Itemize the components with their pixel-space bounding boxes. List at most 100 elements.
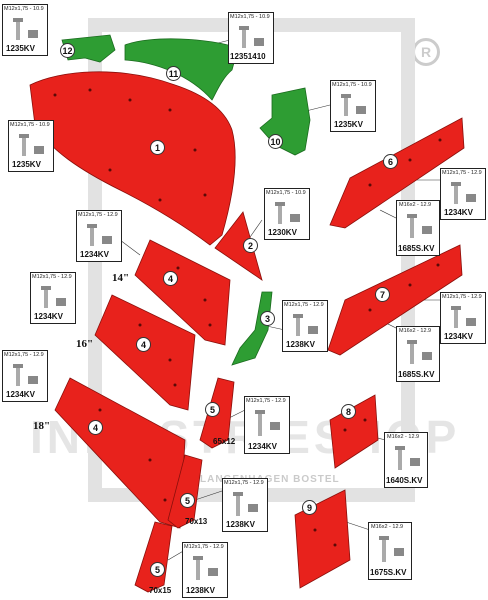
- bolt-icon: [395, 446, 420, 470]
- size-label-70x13: 70x13: [185, 517, 208, 526]
- bolt-box-4-16: M12x1,75 - 12.9 1234KV: [30, 272, 76, 324]
- bolt-box-4-14: M12x1,75 - 12.9 1234KV: [76, 210, 122, 262]
- bolt-box-4-18: M12x1,75 - 12.9 1234KV: [2, 350, 48, 402]
- bolt-spec: M12x1,75 - 12.9: [246, 398, 286, 404]
- bolt-box-9: M16x2 - 12.9 1675S.KV: [368, 522, 412, 580]
- callout-6: 6: [383, 154, 398, 169]
- bolt-spec: M16x2 - 12.9: [371, 524, 404, 530]
- bolt-icon: [19, 134, 44, 156]
- callout-10: 10: [268, 134, 283, 149]
- watermark-sub: LANGENHAGEN BOSTEL: [200, 474, 340, 485]
- bolt-code: 1238KV: [286, 340, 315, 349]
- part-4-share-16: [94, 294, 196, 411]
- part-5-point-70x13: [167, 454, 203, 529]
- callout-4-14: 4: [163, 271, 178, 286]
- bolt-code: 1675S.KV: [370, 568, 407, 577]
- callout-9: 9: [302, 500, 317, 515]
- bolt-spec: M12x1,75 - 10.9: [266, 190, 306, 196]
- bolt-code: 1685S.KV: [398, 244, 435, 253]
- part-7-red-bar: [327, 244, 463, 356]
- bolt-spec: M12x1,75 - 12.9: [32, 274, 72, 280]
- size-label-18: 18": [33, 420, 51, 432]
- part-3-green-tip: [231, 291, 273, 366]
- part-10-green-bracket: [259, 87, 311, 156]
- bolt-box-3: M12x1,75 - 12.9 1238KV: [282, 300, 328, 352]
- bolt-spec: M12x1,75 - 12.9: [78, 212, 118, 218]
- size-label-16: 16": [76, 338, 94, 350]
- bolt-box-11: M12x1,75 - 10.9 12351410: [228, 12, 274, 64]
- bolt-spec: M12x1,75 - 12.9: [442, 294, 482, 300]
- part-4-share-18: [54, 377, 186, 529]
- bolt-icon: [275, 202, 300, 224]
- bolt-box-6-b: M16x2 - 12.9 1685S.KV: [396, 200, 440, 256]
- bolt-spec: M16x2 - 12.9: [387, 434, 420, 440]
- callout-4-16: 4: [136, 337, 151, 352]
- part-4-share-14: [134, 239, 231, 346]
- bolt-icon: [193, 556, 218, 580]
- bolt-spec: M12x1,75 - 10.9: [332, 82, 372, 88]
- bolt-box-7-b: M16x2 - 12.9 1685S.KV: [396, 326, 440, 382]
- callout-1: 1: [150, 140, 165, 155]
- callout-7: 7: [375, 287, 390, 302]
- bolt-spec: M12x1,75 - 12.9: [4, 352, 44, 358]
- bolt-code: 1235KV: [12, 160, 41, 169]
- bolt-icon: [233, 492, 258, 516]
- bolt-code: 1235KV: [334, 120, 363, 129]
- bolt-spec: M12x1,75 - 10.9: [4, 6, 44, 12]
- bolt-spec: M12x1,75 - 12.9: [224, 480, 264, 486]
- callout-11: 11: [166, 66, 181, 81]
- bolt-box-1: M12x1,75 - 10.9 1235KV: [8, 120, 54, 172]
- size-label-65x12: 65x12: [213, 437, 236, 446]
- bolt-code: 1234KV: [80, 250, 109, 259]
- bolt-code: 1234KV: [34, 312, 63, 321]
- callout-12: 12: [60, 43, 75, 58]
- bolt-code: 1685S.KV: [398, 370, 435, 379]
- bolt-icon: [239, 26, 264, 48]
- bolt-code: 1235KV: [6, 44, 35, 53]
- callout-3: 3: [260, 311, 275, 326]
- bolt-box-5-65x12: M12x1,75 - 12.9 1234KV: [244, 396, 290, 454]
- bolt-spec: M12x1,75 - 12.9: [284, 302, 324, 308]
- bolt-box-2: M12x1,75 - 10.9 1230KV: [264, 188, 310, 240]
- size-label-14: 14": [112, 272, 130, 284]
- part-5-point-70x15: [134, 521, 173, 593]
- bolt-box-5-70x13: M12x1,75 - 12.9 1238KV: [222, 478, 268, 532]
- bolt-spec: M12x1,75 - 12.9: [184, 544, 224, 550]
- part-6-red-bar: [329, 117, 465, 229]
- callout-2: 2: [243, 238, 258, 253]
- bolt-code: 1234KV: [248, 442, 277, 451]
- callout-5-70x13: 5: [180, 493, 195, 508]
- bolt-code: 12351410: [230, 52, 266, 61]
- bolt-icon: [341, 94, 366, 116]
- bolt-spec: M16x2 - 12.9: [399, 328, 432, 334]
- bolt-spec: M12x1,75 - 10.9: [10, 122, 50, 128]
- bolt-code: 1238KV: [226, 520, 255, 529]
- part-1-moldboard: [29, 71, 236, 246]
- bolt-box-7-a: M12x1,75 - 12.9 1234KV: [440, 292, 486, 344]
- bolt-icon: [407, 340, 432, 364]
- bolt-code: 1640S.KV: [386, 476, 423, 485]
- bolt-box-8: M16x2 - 12.9 1640S.KV: [384, 432, 428, 488]
- bolt-icon: [293, 314, 318, 336]
- bolt-icon: [41, 286, 66, 308]
- bolt-code: 1234KV: [444, 208, 473, 217]
- bolt-icon: [87, 224, 112, 246]
- callout-5-70x15: 5: [150, 562, 165, 577]
- bolt-icon: [379, 536, 404, 562]
- bolt-spec: M16x2 - 12.9: [399, 202, 432, 208]
- bolt-box-6-a: M12x1,75 - 12.9 1234KV: [440, 168, 486, 220]
- part-8-plate: [329, 394, 379, 469]
- callout-4-18: 4: [88, 420, 103, 435]
- bolt-spec: M12x1,75 - 12.9: [442, 170, 482, 176]
- bolt-code: 1230KV: [268, 228, 297, 237]
- bolt-code: 1234KV: [6, 390, 35, 399]
- bolt-icon: [255, 410, 280, 436]
- bolt-box-5-70x15: M12x1,75 - 12.9 1238KV: [182, 542, 228, 598]
- bolt-box-12: M12x1,75 - 10.9 1235KV: [2, 4, 48, 56]
- bolt-code: 1234KV: [444, 332, 473, 341]
- bolt-box-10: M12x1,75 - 10.9 1235KV: [330, 80, 376, 132]
- callout-5-65x12: 5: [205, 402, 220, 417]
- part-12-green-bracket: [61, 34, 116, 63]
- bolt-icon: [13, 364, 38, 386]
- bolt-code: 1238KV: [186, 586, 215, 595]
